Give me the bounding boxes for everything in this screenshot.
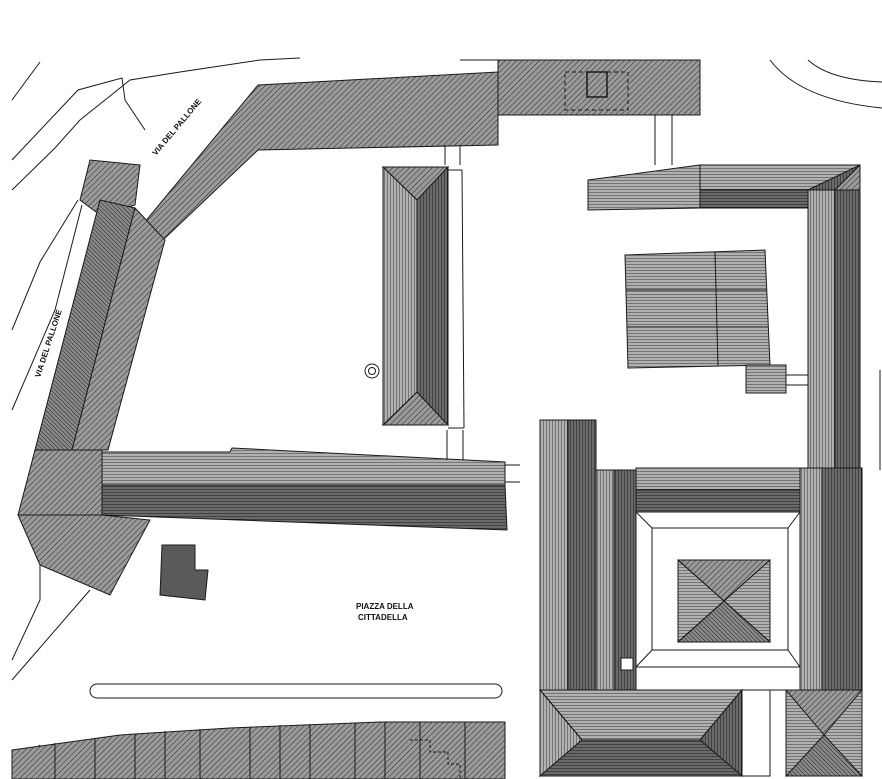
building-small-piazza bbox=[159, 544, 209, 601]
piazza-bench-strip bbox=[89, 683, 503, 699]
street-lines bbox=[11, 57, 301, 771]
building-central-hipped bbox=[381, 145, 465, 460]
building-east-wing bbox=[587, 163, 861, 469]
piazza-label-line2: CITTADELLA bbox=[358, 613, 408, 622]
building-cloister bbox=[538, 419, 864, 778]
building-north-block bbox=[497, 59, 701, 165]
piazza-label-line1: PIAZZA DELLA bbox=[356, 602, 414, 611]
well-icon bbox=[364, 363, 380, 379]
road-arc bbox=[769, 59, 882, 109]
building-northwest-wing bbox=[79, 59, 499, 241]
building-square-block bbox=[624, 249, 808, 394]
building-west-wing bbox=[17, 199, 166, 596]
building-south-wing bbox=[101, 447, 520, 531]
building-south-row bbox=[11, 721, 506, 779]
street-label-top: VIA DEL PALLONE bbox=[151, 97, 204, 158]
